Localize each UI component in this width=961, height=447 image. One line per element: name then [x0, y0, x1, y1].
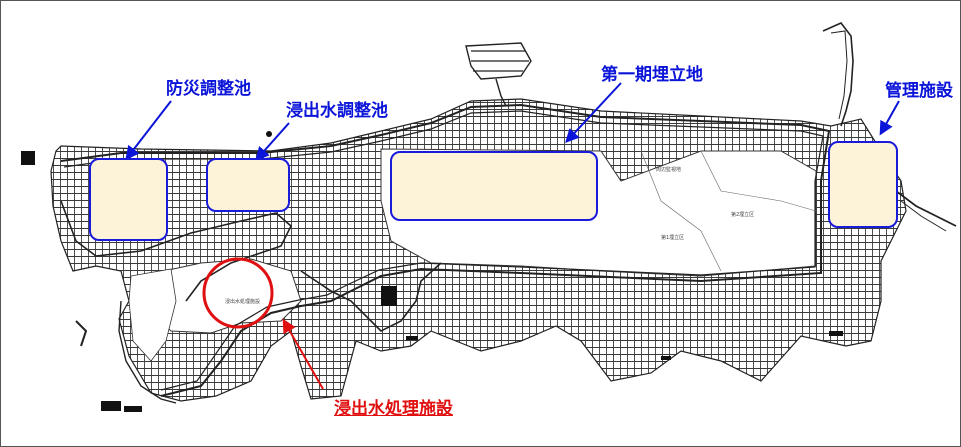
arrow-management [879, 100, 900, 136]
arrow-phase1-landfill [565, 82, 622, 144]
access-road-south [118, 300, 177, 404]
leachate-pond-box [206, 158, 290, 212]
svg-text:浸出水処理施設: 浸出水処理施設 [225, 298, 260, 305]
plant-building [381, 286, 397, 306]
svg-text:第2埋立区: 第2埋立区 [731, 211, 754, 218]
arrow-leachate-treatment [282, 318, 324, 390]
svg-text:周辺監視地: 周辺監視地 [656, 166, 681, 173]
access-road-mid [300, 262, 442, 332]
disaster-pond-label: 防災調整池 [166, 79, 251, 99]
management-box [828, 141, 898, 228]
phase1-landfill-label: 第一期埋立地 [601, 65, 703, 85]
disaster-pond-box [89, 158, 168, 241]
perimeter-road [60, 103, 831, 397]
treatment-highlight-circle [202, 257, 274, 329]
leachate-treatment-label: 浸出水処理施設 [334, 399, 453, 419]
management-label: 管理施設 [885, 81, 953, 101]
arrow-disaster-pond [125, 100, 172, 161]
arrow-leachate-pond [255, 122, 290, 162]
leachate-pond-label: 浸出水調整池 [286, 101, 388, 121]
svg-text:第1埋立区: 第1埋立区 [661, 234, 684, 241]
phase1-landfill-box [390, 151, 598, 221]
lower-left-plain [128, 268, 177, 362]
northeast-hook-road [822, 22, 854, 127]
access-road-west [60, 200, 292, 302]
